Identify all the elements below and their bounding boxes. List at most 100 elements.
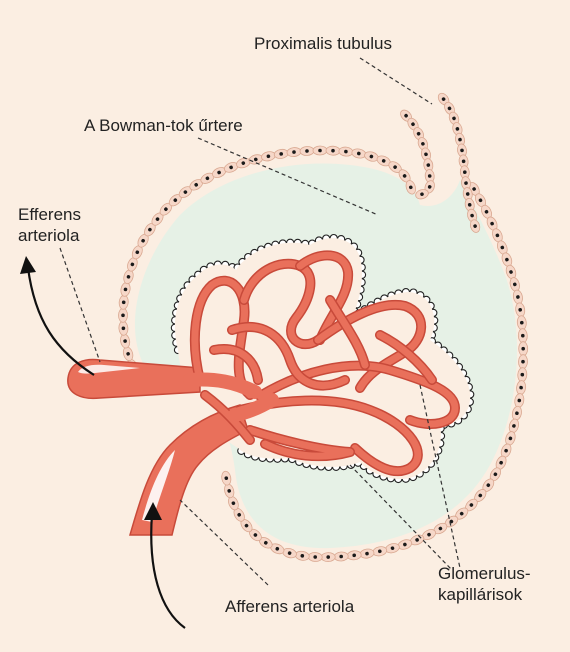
arteriole-junction bbox=[228, 393, 279, 422]
capsule-cell bbox=[240, 519, 253, 533]
capsule-cell bbox=[346, 550, 362, 561]
capillary-loop bbox=[246, 426, 354, 460]
capillary-loop bbox=[210, 345, 262, 384]
tubule-cell bbox=[461, 176, 471, 190]
capsule-cell bbox=[515, 302, 526, 318]
capsule-cell bbox=[307, 552, 323, 562]
capillary-loop bbox=[376, 331, 436, 384]
capsule-cell bbox=[233, 507, 245, 522]
capsule-cell bbox=[517, 328, 528, 344]
capsule-cell bbox=[500, 443, 512, 458]
capsule-cell bbox=[221, 470, 232, 486]
label-bowman-space-text: A Bowman-tok űrtere bbox=[84, 116, 243, 135]
capsule-cell bbox=[122, 346, 134, 362]
label-proximal-tubule: Proximalis tubulus bbox=[254, 33, 392, 54]
capsule-cell bbox=[320, 552, 336, 563]
capsule-cell bbox=[508, 418, 520, 434]
capsule-cell bbox=[338, 146, 354, 157]
capillary-loop bbox=[296, 251, 352, 344]
capillary-loop bbox=[240, 260, 322, 348]
label-efferent-line1: Efferens bbox=[18, 205, 82, 224]
capsule-cell bbox=[294, 550, 310, 561]
label-bowman-space: A Bowman-tok űrtere bbox=[84, 115, 243, 136]
capillary-loop bbox=[326, 296, 369, 369]
label-afferent-text: Afferens arteriola bbox=[225, 597, 355, 616]
capsule-cell bbox=[465, 498, 478, 512]
leader-afferent bbox=[179, 499, 269, 586]
capsule-cell bbox=[376, 155, 391, 167]
proximal-tubule-epithelium bbox=[400, 92, 481, 233]
capsule-cell bbox=[118, 294, 129, 310]
capsule-cell bbox=[351, 148, 367, 159]
capsule-cell bbox=[511, 405, 522, 421]
tubule-cell bbox=[469, 219, 481, 233]
capsule-cell bbox=[261, 151, 276, 162]
tubule-cell bbox=[417, 137, 429, 151]
capsule-cell bbox=[312, 145, 328, 156]
leader-glomerular-1 bbox=[419, 384, 461, 569]
capsule-cell bbox=[120, 282, 131, 297]
capsule-cell bbox=[137, 233, 149, 248]
capsule-cell bbox=[489, 467, 502, 482]
efferent-highlight bbox=[78, 364, 140, 374]
efferent-flow-arrow bbox=[26, 267, 95, 376]
label-glomerular-line1: Glomerulus- bbox=[438, 564, 531, 583]
bowman-capsule-epithelium bbox=[118, 145, 529, 563]
tubule-cell bbox=[454, 132, 466, 147]
capillary-loop bbox=[191, 277, 254, 399]
label-glomerular-line2: kapillárisok bbox=[438, 585, 523, 604]
capsule-cell bbox=[359, 548, 375, 559]
capsule-cell bbox=[397, 539, 413, 550]
efferent-arrowhead bbox=[20, 256, 36, 274]
capsule-cell bbox=[372, 546, 388, 557]
tubule-cell bbox=[423, 158, 434, 172]
capsule-cell bbox=[482, 478, 495, 492]
capsule-cell bbox=[516, 315, 527, 331]
capsule-cell bbox=[509, 277, 520, 292]
capsule-cell bbox=[228, 496, 239, 511]
capsule-cell bbox=[286, 147, 302, 158]
capsule-cell bbox=[474, 489, 487, 502]
afferent-highlight bbox=[142, 450, 175, 522]
flow-arrows bbox=[20, 256, 186, 629]
capsule-cell bbox=[501, 252, 513, 267]
capsule-cell bbox=[512, 289, 523, 305]
tubule-cell bbox=[415, 189, 429, 200]
leader-bowman-space bbox=[197, 137, 379, 216]
capsule-cell bbox=[433, 522, 448, 535]
capsule-cell bbox=[333, 551, 349, 562]
capsule-cell bbox=[123, 269, 134, 285]
capsule-cell bbox=[120, 333, 131, 349]
capsule-cell bbox=[405, 180, 416, 195]
label-glomerular-capillaries: Glomerulus- kapillárisok bbox=[438, 563, 531, 605]
label-proximal-tubule-text: Proximalis tubulus bbox=[254, 34, 392, 53]
capsule-cell bbox=[273, 148, 289, 159]
capsule-cell bbox=[236, 157, 251, 169]
capsule-cell bbox=[517, 367, 528, 383]
capsule-cell bbox=[516, 380, 527, 395]
capillary-loop bbox=[228, 323, 349, 389]
capsule-cell bbox=[299, 146, 315, 156]
label-afferent-arteriole: Afferens arteriola bbox=[225, 596, 354, 617]
capsule-cell bbox=[385, 543, 400, 554]
glomerular-capillaries bbox=[183, 250, 460, 477]
leader-efferent bbox=[59, 247, 101, 363]
afferent-arrowhead bbox=[144, 502, 162, 520]
capsule-cell bbox=[118, 307, 128, 323]
leader-proximal-tubule bbox=[359, 57, 433, 105]
label-efferent-arteriole: Efferens arteriola bbox=[18, 204, 81, 246]
capsule-cell bbox=[486, 216, 498, 231]
capillary-loop bbox=[236, 397, 422, 475]
tubule-cell bbox=[407, 117, 419, 131]
capsule-cell bbox=[518, 354, 528, 370]
capsule-cell bbox=[518, 341, 529, 357]
tubule-cell bbox=[413, 127, 424, 141]
capsule-cell bbox=[144, 222, 156, 237]
afferent-flow-arrow bbox=[150, 513, 186, 629]
leader-glomerular-2 bbox=[349, 464, 453, 571]
capsule-cell bbox=[474, 193, 487, 208]
capsule-cell bbox=[514, 393, 525, 408]
tubule-cell bbox=[448, 111, 460, 126]
